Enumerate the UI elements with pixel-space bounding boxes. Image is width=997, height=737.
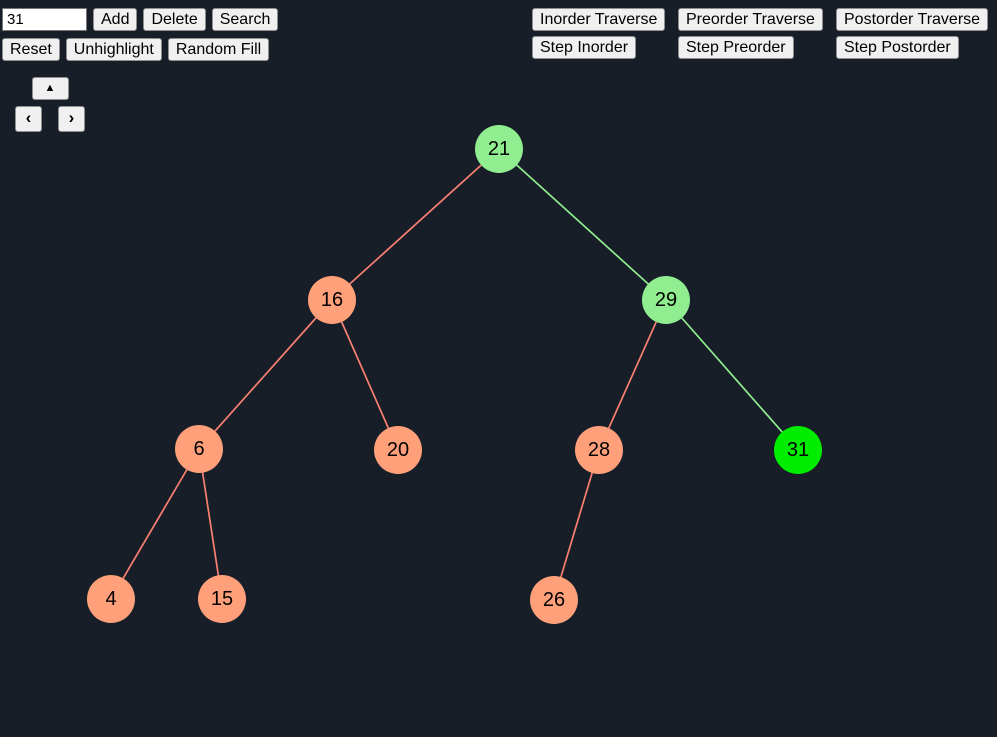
tree-node-label-21: 21 xyxy=(488,138,510,160)
tree-edge-29-31 xyxy=(665,299,799,451)
tree-node-label-31: 31 xyxy=(787,439,809,461)
tree-node-26: 26 xyxy=(530,576,578,624)
tree-node-label-20: 20 xyxy=(387,439,409,461)
step-postorder-button[interactable]: Step Postorder xyxy=(836,36,959,59)
tree-node-label-28: 28 xyxy=(588,439,610,461)
unhighlight-button[interactable]: Unhighlight xyxy=(65,38,162,61)
tree-node-label-29: 29 xyxy=(655,289,677,311)
pan-up-button[interactable]: ▲ xyxy=(31,77,69,100)
pan-left-button[interactable]: ‹ xyxy=(15,106,42,132)
tree-node-21: 21 xyxy=(475,125,523,173)
tree-edge-6-4 xyxy=(110,448,200,600)
add-button[interactable]: Add xyxy=(93,8,138,31)
pan-up-row: ▲ xyxy=(15,77,85,100)
tree-node-circle-26 xyxy=(530,576,578,624)
tree-node-28: 28 xyxy=(575,426,623,474)
tree-node-circle-29 xyxy=(642,276,690,324)
tree-edge-21-29 xyxy=(498,148,667,301)
tree-node-4: 4 xyxy=(87,575,135,623)
tree-node-31: 31 xyxy=(774,426,822,474)
pan-right-button[interactable]: › xyxy=(58,106,85,132)
tree-node-label-26: 26 xyxy=(543,589,565,611)
tree-node-6: 6 xyxy=(175,425,223,473)
pan-controls: ▲ ‹ › xyxy=(15,77,85,132)
right-arrow-icon: › xyxy=(68,108,75,127)
up-arrow-icon: ▲ xyxy=(44,82,56,94)
tree-node-15: 15 xyxy=(198,575,246,623)
preorder-traverse-button[interactable]: Preorder Traverse xyxy=(678,8,823,31)
toolbar-left-row1: Add Delete Search xyxy=(2,8,279,31)
tree-node-circle-6 xyxy=(175,425,223,473)
tree-node-29: 29 xyxy=(642,276,690,324)
delete-button[interactable]: Delete xyxy=(143,8,206,31)
tree-edge-16-20 xyxy=(331,299,399,451)
inorder-traverse-button[interactable]: Inorder Traverse xyxy=(532,8,666,31)
tree-node-circle-4 xyxy=(87,575,135,623)
random-fill-button[interactable]: Random Fill xyxy=(167,38,270,61)
toolbar-left: Add Delete Search Reset Unhighlight Rand… xyxy=(2,8,279,61)
reset-button[interactable]: Reset xyxy=(2,38,60,61)
tree-edge-6-15 xyxy=(198,448,223,600)
tree-edge-16-6 xyxy=(198,299,333,450)
pan-lr-row: ‹ › xyxy=(15,106,85,132)
tree-node-label-6: 6 xyxy=(193,438,204,460)
search-button[interactable]: Search xyxy=(211,8,279,31)
tree-node-circle-21 xyxy=(475,125,523,173)
value-input[interactable] xyxy=(2,8,87,31)
tree-node-16: 16 xyxy=(308,276,356,324)
tree-node-20: 20 xyxy=(374,426,422,474)
tree-node-circle-28 xyxy=(575,426,623,474)
tree-edge-28-26 xyxy=(553,449,600,601)
toolbar-right: Inorder Traverse Preorder Traverse Posto… xyxy=(532,8,989,59)
tree-edge-29-28 xyxy=(598,299,667,451)
tree-node-circle-20 xyxy=(374,426,422,474)
postorder-traverse-button[interactable]: Postorder Traverse xyxy=(836,8,989,31)
left-arrow-icon: ‹ xyxy=(25,108,32,127)
tree-edge-21-16 xyxy=(331,148,500,301)
tree-node-label-15: 15 xyxy=(211,588,233,610)
toolbar-left-row2: Reset Unhighlight Random Fill xyxy=(2,38,278,61)
step-inorder-button[interactable]: Step Inorder xyxy=(532,36,637,59)
step-preorder-button[interactable]: Step Preorder xyxy=(678,36,794,59)
tree-node-circle-15 xyxy=(198,575,246,623)
tree-node-circle-31 xyxy=(774,426,822,474)
tree-node-label-16: 16 xyxy=(321,289,343,311)
tree-node-label-4: 4 xyxy=(105,588,116,610)
tree-node-circle-16 xyxy=(308,276,356,324)
